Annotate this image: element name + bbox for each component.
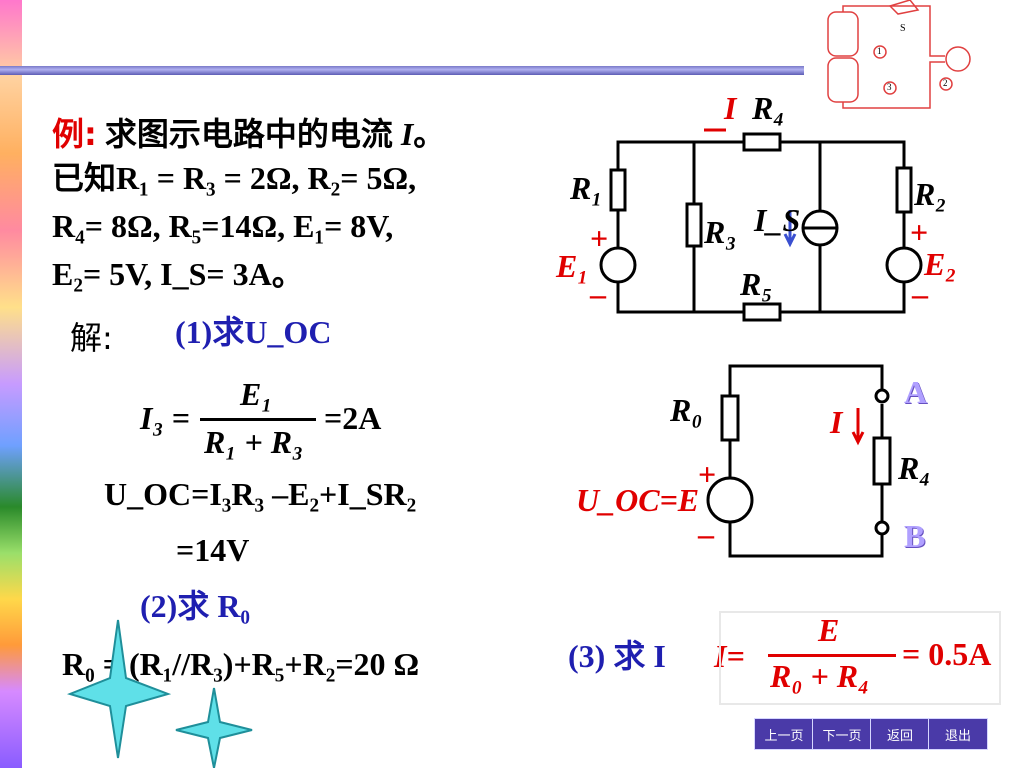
i3-denominator: R₁ + R₃: [204, 424, 304, 460]
step-2-heading: (2)求 R₀: [140, 588, 251, 624]
c1-r2-label: R₂: [914, 176, 947, 212]
thumbnail-node-3: 3: [887, 82, 892, 92]
c1-e1-minus: –: [590, 276, 606, 312]
terminal-a-label: A: [904, 374, 928, 410]
i3-numerator: E₁: [240, 376, 273, 412]
c2-plus: +: [698, 456, 717, 492]
star-icon: [175, 687, 253, 768]
c2-current-label: I: [830, 404, 843, 440]
exit-button[interactable]: 退出: [928, 718, 988, 750]
step-1-heading: (1)求U_OC: [175, 314, 332, 350]
i3-lhs: I₃ =: [140, 400, 190, 436]
solution-label: 解:: [70, 319, 113, 357]
circuit-2: [706, 364, 892, 558]
i-fraction-bar: [768, 654, 896, 657]
uoc-value: =14V: [176, 532, 250, 568]
decorative-side-strip: [0, 0, 22, 768]
thumbnail-node-2: 2: [943, 78, 948, 88]
problem-line-2: 已知R₁ = R₃ = 2Ω, R₂= 5Ω,: [52, 160, 417, 196]
c1-is-label: I_S: [754, 202, 801, 238]
i-denominator: R₀ + R₄: [770, 658, 870, 694]
circuit-1: [599, 132, 923, 322]
uoc-equation: U_OC=I₃R₃ –E₂+I_SR₂: [104, 476, 417, 512]
c1-r1-label: R₁: [570, 170, 603, 206]
c1-r4-label: R₄: [752, 90, 785, 126]
i3-value: =2A: [324, 400, 382, 436]
background-watermark: [719, 611, 1001, 705]
i-value: = 0.5A: [902, 636, 992, 672]
c1-e2-plus: +: [910, 214, 929, 250]
problem-line-1: 例: 求图示电路中的电流 I。: [52, 115, 446, 153]
c1-r3-label: R₃: [704, 214, 737, 250]
current-arrow-2: [851, 408, 865, 446]
c1-e1-plus: +: [590, 220, 609, 256]
c2-r4-label: R₄: [898, 450, 931, 486]
problem-line-4: E₂= 5V, I_S= 3A。: [52, 256, 304, 292]
c2-r0-label: R₀: [670, 392, 703, 428]
step-3-heading: (3) 求 I: [568, 638, 666, 674]
title-bar-rule: [0, 66, 804, 75]
problem-line-3: R₄= 8Ω, R₅=14Ω, E₁= 8V,: [52, 208, 394, 244]
thumbnail-node-1: 1: [877, 46, 882, 56]
c2-minus: –: [698, 516, 714, 552]
c1-e1-label: E₁: [556, 248, 589, 284]
terminal-b-label: B: [904, 518, 926, 554]
thumbnail-switch-label: S: [900, 23, 906, 34]
source-current-arrow: [783, 210, 797, 248]
prev-page-button[interactable]: 上一页: [754, 718, 814, 750]
c2-uoc-label: U_OC=E: [576, 482, 700, 518]
i3-fraction-bar: [200, 418, 316, 421]
c1-e2-label: E₂: [924, 246, 957, 282]
example-label: 例:: [52, 115, 97, 153]
star-icon: [66, 619, 172, 759]
c1-r5-label: R₅: [740, 266, 773, 302]
thumbnail-circuit: [827, 0, 971, 109]
c1-current-label: I: [724, 90, 737, 126]
next-page-button[interactable]: 下一页: [812, 718, 872, 750]
c1-e2-minus: –: [912, 276, 928, 312]
i-numerator: E: [818, 612, 840, 648]
back-button[interactable]: 返回: [870, 718, 930, 750]
